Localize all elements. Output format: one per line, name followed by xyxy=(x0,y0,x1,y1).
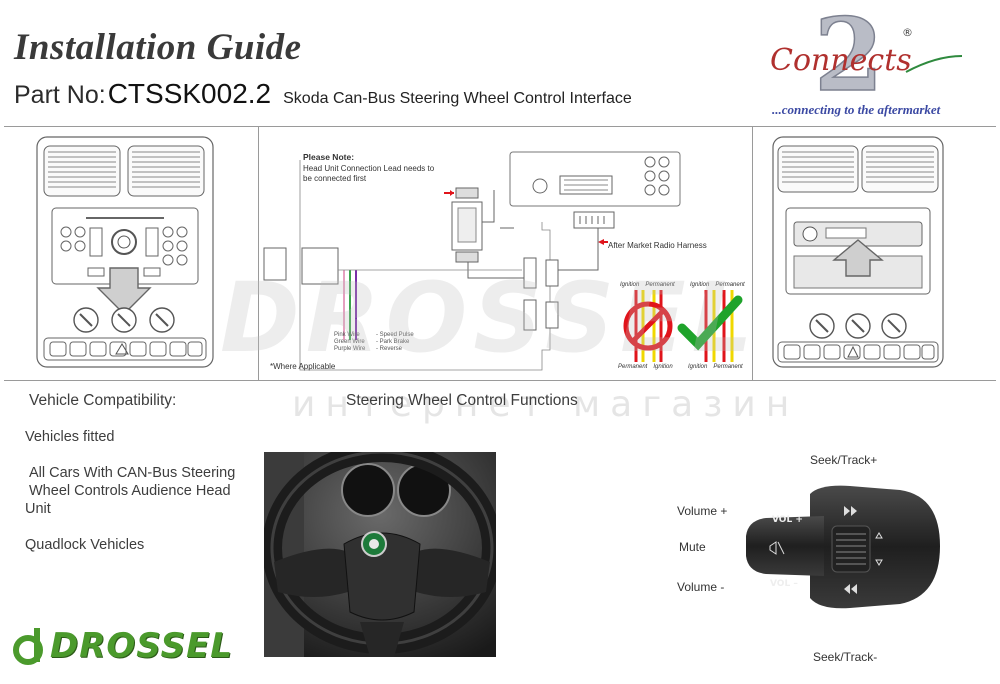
steering-control-stalk: VOL + VOL – xyxy=(746,485,940,609)
part-number-label: Part No: xyxy=(14,81,106,109)
compat-line-3: Unit xyxy=(25,501,51,517)
note-title: Please Note: xyxy=(303,152,355,162)
shop-watermark: интернет магазин xyxy=(292,384,800,425)
volume-up-label: Volume + xyxy=(677,504,728,518)
part-number-row: Part No: CTSSK002.2 Skoda Can-Bus Steeri… xyxy=(14,78,714,112)
brand-tagline: ...connecting to the aftermarket xyxy=(772,102,941,117)
registered-mark: ® xyxy=(902,26,913,39)
note-text-2: be connected first xyxy=(303,174,367,183)
functions-heading: Steering Wheel Control Functions xyxy=(346,392,578,409)
drossel-d-icon xyxy=(13,628,43,665)
wiring-lines xyxy=(263,151,743,371)
stalk-vol-up-text: VOL + xyxy=(772,515,803,525)
compat-line-2: Wheel Controls Audience Head xyxy=(29,483,231,499)
wire-label-purple: Purple Wire xyxy=(334,346,366,352)
drossel-logo-text: DROSSEL xyxy=(50,626,233,666)
wire-functions: - Speed Pulse - Park Brake - Reverse xyxy=(376,332,414,353)
original-radio-dash xyxy=(36,136,214,368)
steering-wheel-photo xyxy=(264,452,496,657)
compat-heading: Vehicle Compatibility: xyxy=(29,392,177,409)
divider-right xyxy=(752,126,753,380)
part-number: CTSSK002.2 xyxy=(107,78,272,109)
compat-line-1: All Cars With CAN-Bus Steering xyxy=(29,465,236,481)
aftermarket-radio-dash xyxy=(772,136,944,368)
drossel-watermark: DROSSEL xyxy=(220,262,759,374)
brand-name: Connects xyxy=(770,43,912,78)
note-text-1: Head Unit Connection Lead needs to xyxy=(303,164,435,173)
wire-function-speed: - Speed Pulse xyxy=(376,332,414,338)
page-title: Installation Guide xyxy=(14,27,302,68)
brand-number: 2 xyxy=(814,6,884,114)
connects2-logo: 2 Connects ® xyxy=(770,6,963,115)
mute-label: Mute xyxy=(679,540,706,554)
wire-label-green: Green Wire xyxy=(334,339,365,345)
wire-function-reverse: - Reverse xyxy=(376,346,403,352)
drossel-logo: DROSSEL xyxy=(10,626,233,666)
seek-down-label: Seek/Track- xyxy=(813,650,878,664)
wire-label-pink: Pink Wire xyxy=(334,332,360,338)
volume-down-label: Volume - xyxy=(677,580,725,594)
seek-up-label: Seek/Track+ xyxy=(810,453,878,467)
part-description: Skoda Can-Bus Steering Wheel Control Int… xyxy=(283,90,632,107)
wire-labels: Pink Wire Green Wire Purple Wire xyxy=(334,332,365,353)
stalk-vol-down-text: VOL – xyxy=(770,579,798,589)
where-applicable: *Where Applicable xyxy=(270,362,336,371)
quadlock-label: Quadlock Vehicles xyxy=(25,537,145,553)
divider-left xyxy=(258,126,259,380)
wiring-diagram: Please Note: Head Unit Connection Lead n… xyxy=(262,130,750,378)
divider-top xyxy=(4,126,996,127)
harness-label: After Market Radio Harness xyxy=(608,241,707,250)
vehicles-fitted-label: Vehicles fitted xyxy=(25,429,115,445)
wire-function-park: - Park Brake xyxy=(376,339,410,345)
divider-bottom xyxy=(4,380,996,381)
